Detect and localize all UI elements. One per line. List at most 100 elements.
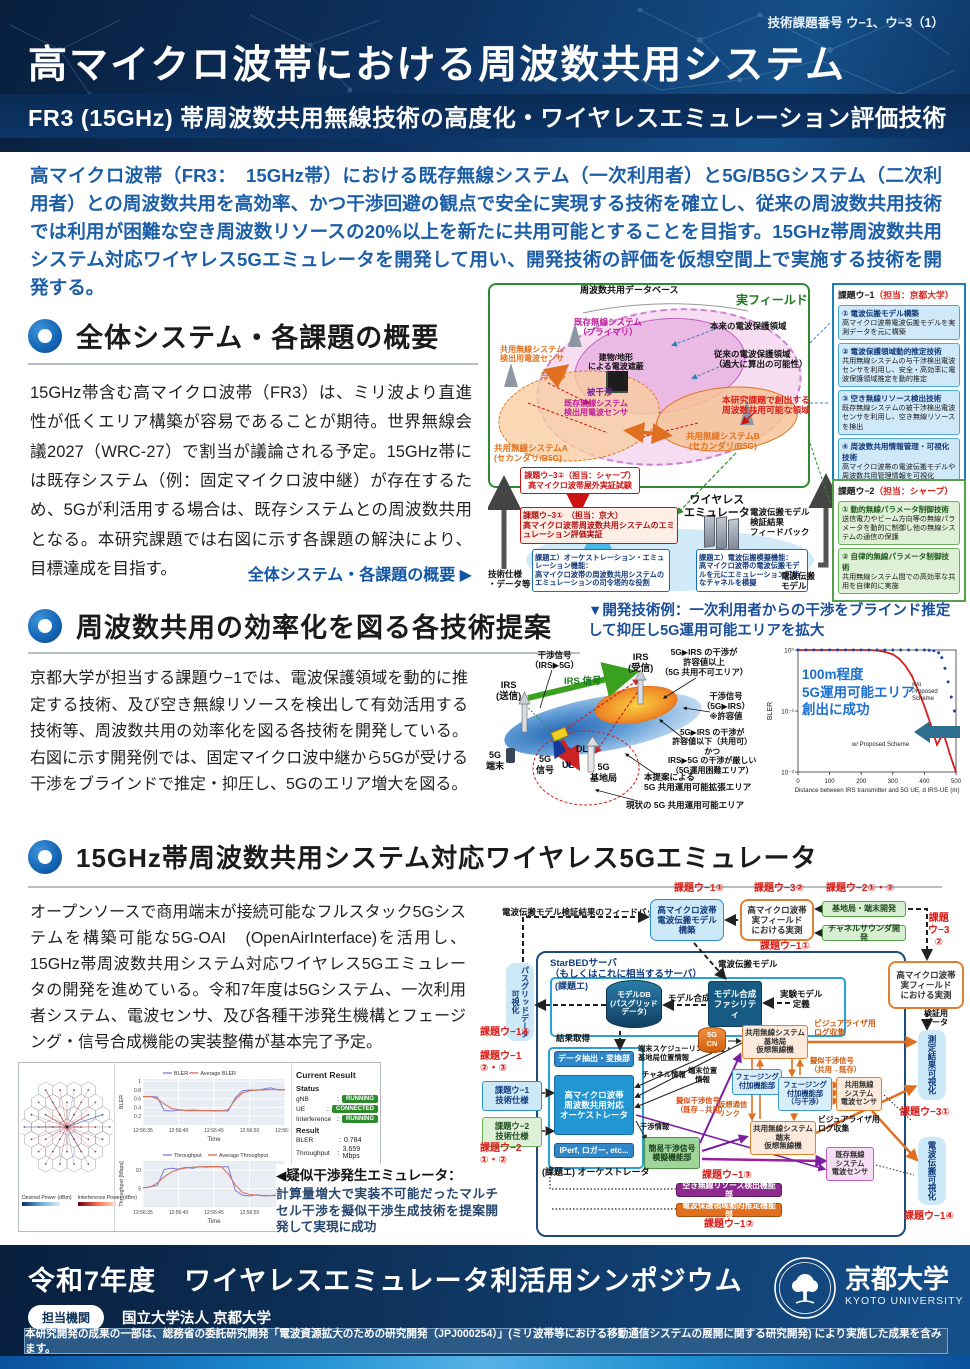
section3-heading: 15GHz帯周波数共用システム対応ワイヤレス5Gエミュレータ bbox=[28, 838, 818, 875]
dev-example-note: ▼開発技術例：一次利用者からの干渉をブラインド推定 して抑圧し5G運用可能エリア… bbox=[588, 603, 951, 639]
svg-text:5: 5 bbox=[138, 1187, 141, 1193]
disclaimer-bar: 本研究開発の成果の一部は、総務省の委託研究開発「電波資源拡大のための研究開発（J… bbox=[24, 1328, 948, 1355]
item-body: 共用無線システム間での高効率な共用を自律的に実施 bbox=[842, 573, 956, 591]
svg-text:12:56:45: 12:56:45 bbox=[204, 1210, 224, 1216]
footer: 令和7年度 ワイヤレスエミュレータ利活用シンポジウム 担当機関 国立大学法人 京… bbox=[0, 1245, 970, 1369]
kadai-u32-box: 課題ウ−3②（担当：シャープ） 高マイクロ波帯屋外実証試験 bbox=[520, 467, 640, 494]
exp-model-label: 実験モデル 定義 bbox=[780, 989, 823, 1010]
current-result-title: Current Result bbox=[296, 1070, 356, 1080]
svg-text:Distance between IRS transmitt: Distance between IRS transmitter and 5G … bbox=[794, 787, 959, 794]
kadai-u1-item: ② 電波保護領域動的推定技術共用無線システムの与干渉検出電波センサを利用し、安全… bbox=[838, 343, 960, 388]
primary-label: 既存無線システム （プライマリ） bbox=[574, 317, 642, 338]
svg-text:Time: Time bbox=[207, 1137, 221, 1143]
section2-divider bbox=[28, 652, 580, 654]
svg-text:400: 400 bbox=[919, 779, 930, 785]
kadai-e-model-label: (課題エ) bbox=[555, 981, 588, 991]
kadai-u14-left-label: 課題ウ−1④ bbox=[480, 1027, 530, 1038]
kadai-u2-name: 課題ウ−2 bbox=[838, 486, 875, 496]
existing-sensor-label: 既存無線システム 検出用電波センサ bbox=[564, 399, 628, 418]
kadai-u212-left-label: 課題ウ−2 ①・② bbox=[480, 1143, 522, 1166]
status-row: Interference:RUNNING bbox=[296, 1115, 378, 1123]
university-name: 京都大学 bbox=[845, 1265, 950, 1294]
caption-title: ◀疑似干渉発生エミュレータ： bbox=[276, 1168, 462, 1183]
kadai-u1-owner: （担当：京都大学） bbox=[874, 290, 954, 300]
irs-rx-label: IRS (受信) bbox=[628, 652, 654, 675]
poster-subtitle: FR3 (15GHz) 帯周波数共用無線技術の高度化・ワイヤレスエミュレーション… bbox=[28, 105, 947, 131]
kadai-u1-item: ① 電波伝搬モデル構築高マイクロ波帯電波伝搬モデルを実測データを元に構築 bbox=[838, 305, 960, 341]
interf-irs5g-label: 干渉信号 （IRS▶5G） bbox=[530, 650, 580, 671]
item-title: ④ 周波数共用情報管理・可視化技術 bbox=[842, 441, 950, 462]
spec-label: 技術仕様 ・データ等 bbox=[488, 569, 531, 590]
shield-label: 建物/地形 による電波遮蔽 bbox=[588, 353, 644, 372]
irs-signal-label: IRS 信号 bbox=[564, 676, 602, 687]
kadai-u31-right-label: 課題ウ−3① bbox=[900, 1107, 950, 1118]
status-key: gNB bbox=[296, 1095, 309, 1103]
kadai-u1-panel: 課題ウ−1（担当：京都大学） ① 電波伝搬モデル構築高マイクロ波帯電波伝搬モデル… bbox=[832, 283, 966, 492]
kadai-u11-mid-label: 課題ウ−1① bbox=[760, 941, 810, 952]
section1-title: 全体システム・各課題の概要 bbox=[76, 323, 440, 353]
kadai-u2-item: ① 動的無線パラメータ制御技術送信電力やビーム方向等の無線パラメータを動的に制御… bbox=[838, 501, 960, 546]
recv-interf-label: 被干渉 bbox=[587, 387, 613, 397]
svg-text:300: 300 bbox=[888, 779, 899, 785]
fading2-box: フェージング 付加機能部 （与干渉） bbox=[778, 1077, 832, 1111]
sched-info-label: 端末スケジューリング情報・ 基地局位置情報 bbox=[638, 1044, 733, 1062]
pseudo-interference-caption: ◀疑似干渉発生エミュレータ： 計算量増大で実装不可能だったマルチセル干渉を擬似干… bbox=[276, 1164, 498, 1236]
u1-spec-box: 課題ウ−1 技術仕様 bbox=[482, 1081, 542, 1111]
new-area-label: 本研究課題で創出する 周波数共用可能な領域 bbox=[722, 395, 810, 416]
task-number-tag: 技術課題番号 ウ−1、ウ−3（1） bbox=[767, 16, 944, 30]
svg-text:12:56:35: 12:56:35 bbox=[133, 1210, 153, 1216]
svg-text:BLER: BLER bbox=[174, 1071, 188, 1077]
caption-body: 計算量増大で実装不可能だったマルチセル干渉を擬似干渉生成技術を提案開発して実現に… bbox=[276, 1187, 498, 1235]
interference-colorbar bbox=[77, 1202, 116, 1206]
irs-tx-label: IRS (送信) bbox=[496, 680, 522, 703]
result-key: Throughput bbox=[296, 1149, 330, 1157]
colon: : bbox=[337, 1095, 339, 1103]
status-row: UE:CONNECTED bbox=[296, 1105, 378, 1113]
svg-text:Average BLER: Average BLER bbox=[200, 1071, 236, 1077]
panel-divider bbox=[114, 1063, 115, 1231]
u2-spec-box: 課題ウ−2 技術仕様 bbox=[482, 1117, 542, 1147]
hex-legend: Desired Power (dBm) Interference Power (… bbox=[22, 1195, 137, 1206]
kadai-u2-panel: 課題ウ−2（担当：シャープ） ① 動的無線パラメータ制御技術送信電力やビーム方向… bbox=[832, 479, 966, 603]
protect-est-box: 電波保護領域動的推定機能部 bbox=[676, 1201, 782, 1219]
conv-area-label: 従来の電波保護領域 （過大に算出の可能性） bbox=[714, 349, 808, 370]
primary-tower-icon bbox=[568, 323, 582, 347]
prop-viz-box: 電波伝搬可視化 bbox=[918, 1137, 946, 1205]
svg-text:200: 200 bbox=[856, 779, 867, 785]
feedback-label: 電波伝搬モデル検証結果のフィードバック bbox=[502, 907, 664, 917]
network-pattern-decoration bbox=[9, 7, 956, 121]
bs-label: 5G 基地局 bbox=[590, 762, 618, 783]
svg-text:0.8: 0.8 bbox=[134, 1088, 141, 1094]
status-badge: RUNNING bbox=[342, 1095, 378, 1103]
item-title: ② 自律的無線パラメータ制御技術 bbox=[842, 552, 950, 573]
item-body: 高マイクロ波帯の電波伝搬モデルや周波数共用管理情報を可視化 bbox=[842, 462, 956, 480]
svg-text:0: 0 bbox=[796, 779, 800, 785]
ext-area-label: 本提案による 5G 共用運用可能拡張エリア bbox=[644, 772, 752, 793]
svg-text:500: 500 bbox=[951, 779, 962, 785]
current-result-panel: Current Result Status gNB:RUNNING UE:CON… bbox=[296, 1070, 378, 1162]
prop-model-label: 電波伝搬 モデル bbox=[781, 571, 816, 592]
feedback-label: 電波伝搬モデル 検証結果 フィードバック bbox=[750, 507, 810, 538]
idle-detect-box: 空き無線リソース検出機能部 bbox=[676, 1181, 782, 1199]
dl-label: DL bbox=[576, 744, 588, 754]
section3-body: オープンソースで商用端末が接続可能なフルスタック5Gシステムを構築可能な5G-O… bbox=[30, 904, 466, 1051]
pseudo-interf-im-label: 擬似干渉信号 （既存→共用） bbox=[676, 1096, 728, 1114]
cn-cyl: 5G CN bbox=[698, 1027, 726, 1053]
emulator-label: ワイヤレス エミュレータ bbox=[684, 494, 750, 519]
field-meas-right-box: 高マイクロ波帯 実フィールド における実測 bbox=[888, 961, 964, 1009]
simple-interf-box: 簡易干渉信号 模擬機能部 bbox=[644, 1137, 700, 1169]
svg-text:10: 10 bbox=[135, 1168, 141, 1174]
meas-viz-box: 測定結果可視化 bbox=[918, 1030, 946, 1100]
legend-label: Interference Power (dBm) bbox=[77, 1195, 137, 1201]
status-key: Interference bbox=[296, 1115, 332, 1123]
svg-text:10⁻²: 10⁻² bbox=[781, 770, 795, 777]
chart-annotation: 100m程度 5G運用可能エリア 創出に成功 bbox=[802, 667, 915, 718]
native-area-label: 本来の電波保護領域 bbox=[710, 321, 787, 331]
kadai-u12-label: 課題ウ−1② bbox=[704, 1219, 754, 1230]
ul-label: UL bbox=[562, 760, 574, 770]
bottom-accent-strip bbox=[0, 1356, 970, 1369]
kadai-e-orch-label: (課題エ) オーケストレータ bbox=[542, 1167, 650, 1177]
section2-title: 周波数共用の効率化を図る各技術提案 bbox=[76, 613, 552, 643]
panel-divider bbox=[291, 1063, 292, 1231]
